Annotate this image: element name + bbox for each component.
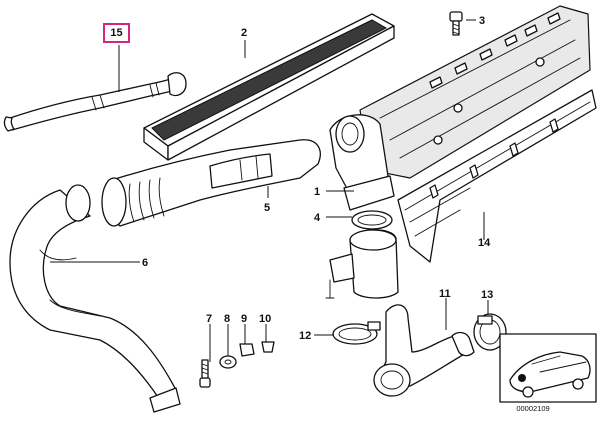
- air-mass-meter: [325, 229, 399, 299]
- callout-7[interactable]: 7: [206, 313, 212, 325]
- callout-15-highlight[interactable]: 15: [103, 23, 130, 43]
- leader-lines: [50, 19, 489, 362]
- part-15-vent-hose[interactable]: [3, 72, 187, 132]
- callout-6[interactable]: 6: [142, 257, 148, 269]
- callout-10[interactable]: 10: [259, 313, 271, 325]
- callout-13[interactable]: 13: [481, 289, 493, 301]
- callouts: 2 3 1 4 5 6 7 8 9 10 11 12 13 14: [142, 15, 493, 342]
- part-2-air-filter[interactable]: [143, 13, 395, 161]
- part-11-hose[interactable]: [373, 304, 475, 397]
- callout-11[interactable]: 11: [439, 288, 451, 300]
- part-14-heat-shield[interactable]: [397, 89, 597, 263]
- part-6-intake-duct[interactable]: [9, 184, 181, 413]
- callout-3[interactable]: 3: [479, 15, 485, 27]
- callout-9[interactable]: 9: [241, 313, 247, 325]
- part-13-hose-clamp[interactable]: [473, 313, 507, 351]
- callout-12[interactable]: 12: [299, 330, 311, 342]
- diagram-id: 00002109: [516, 404, 550, 413]
- callout-1[interactable]: 1: [314, 186, 320, 198]
- callout-14[interactable]: 14: [478, 237, 491, 249]
- part-7-bolt[interactable]: [199, 359, 211, 388]
- part-9-nut[interactable]: [239, 343, 255, 357]
- part-1-throttle-elbow[interactable]: [329, 114, 395, 211]
- callout-15: 15: [110, 27, 123, 39]
- part-5-intake-boot[interactable]: [101, 139, 321, 227]
- part-10-clip[interactable]: [261, 341, 275, 353]
- location-marker: [518, 374, 526, 382]
- part-8-washer[interactable]: [219, 355, 237, 369]
- part-4-gasket[interactable]: [351, 210, 393, 230]
- callout-4[interactable]: 4: [314, 212, 321, 224]
- part-3-screw[interactable]: [449, 11, 463, 36]
- location-inset: [499, 333, 597, 403]
- callout-5[interactable]: 5: [264, 202, 270, 214]
- callout-8[interactable]: 8: [224, 313, 230, 325]
- callout-2[interactable]: 2: [241, 27, 247, 39]
- part-12-hose-clamp[interactable]: [332, 321, 381, 345]
- intake-manifold: [359, 5, 591, 179]
